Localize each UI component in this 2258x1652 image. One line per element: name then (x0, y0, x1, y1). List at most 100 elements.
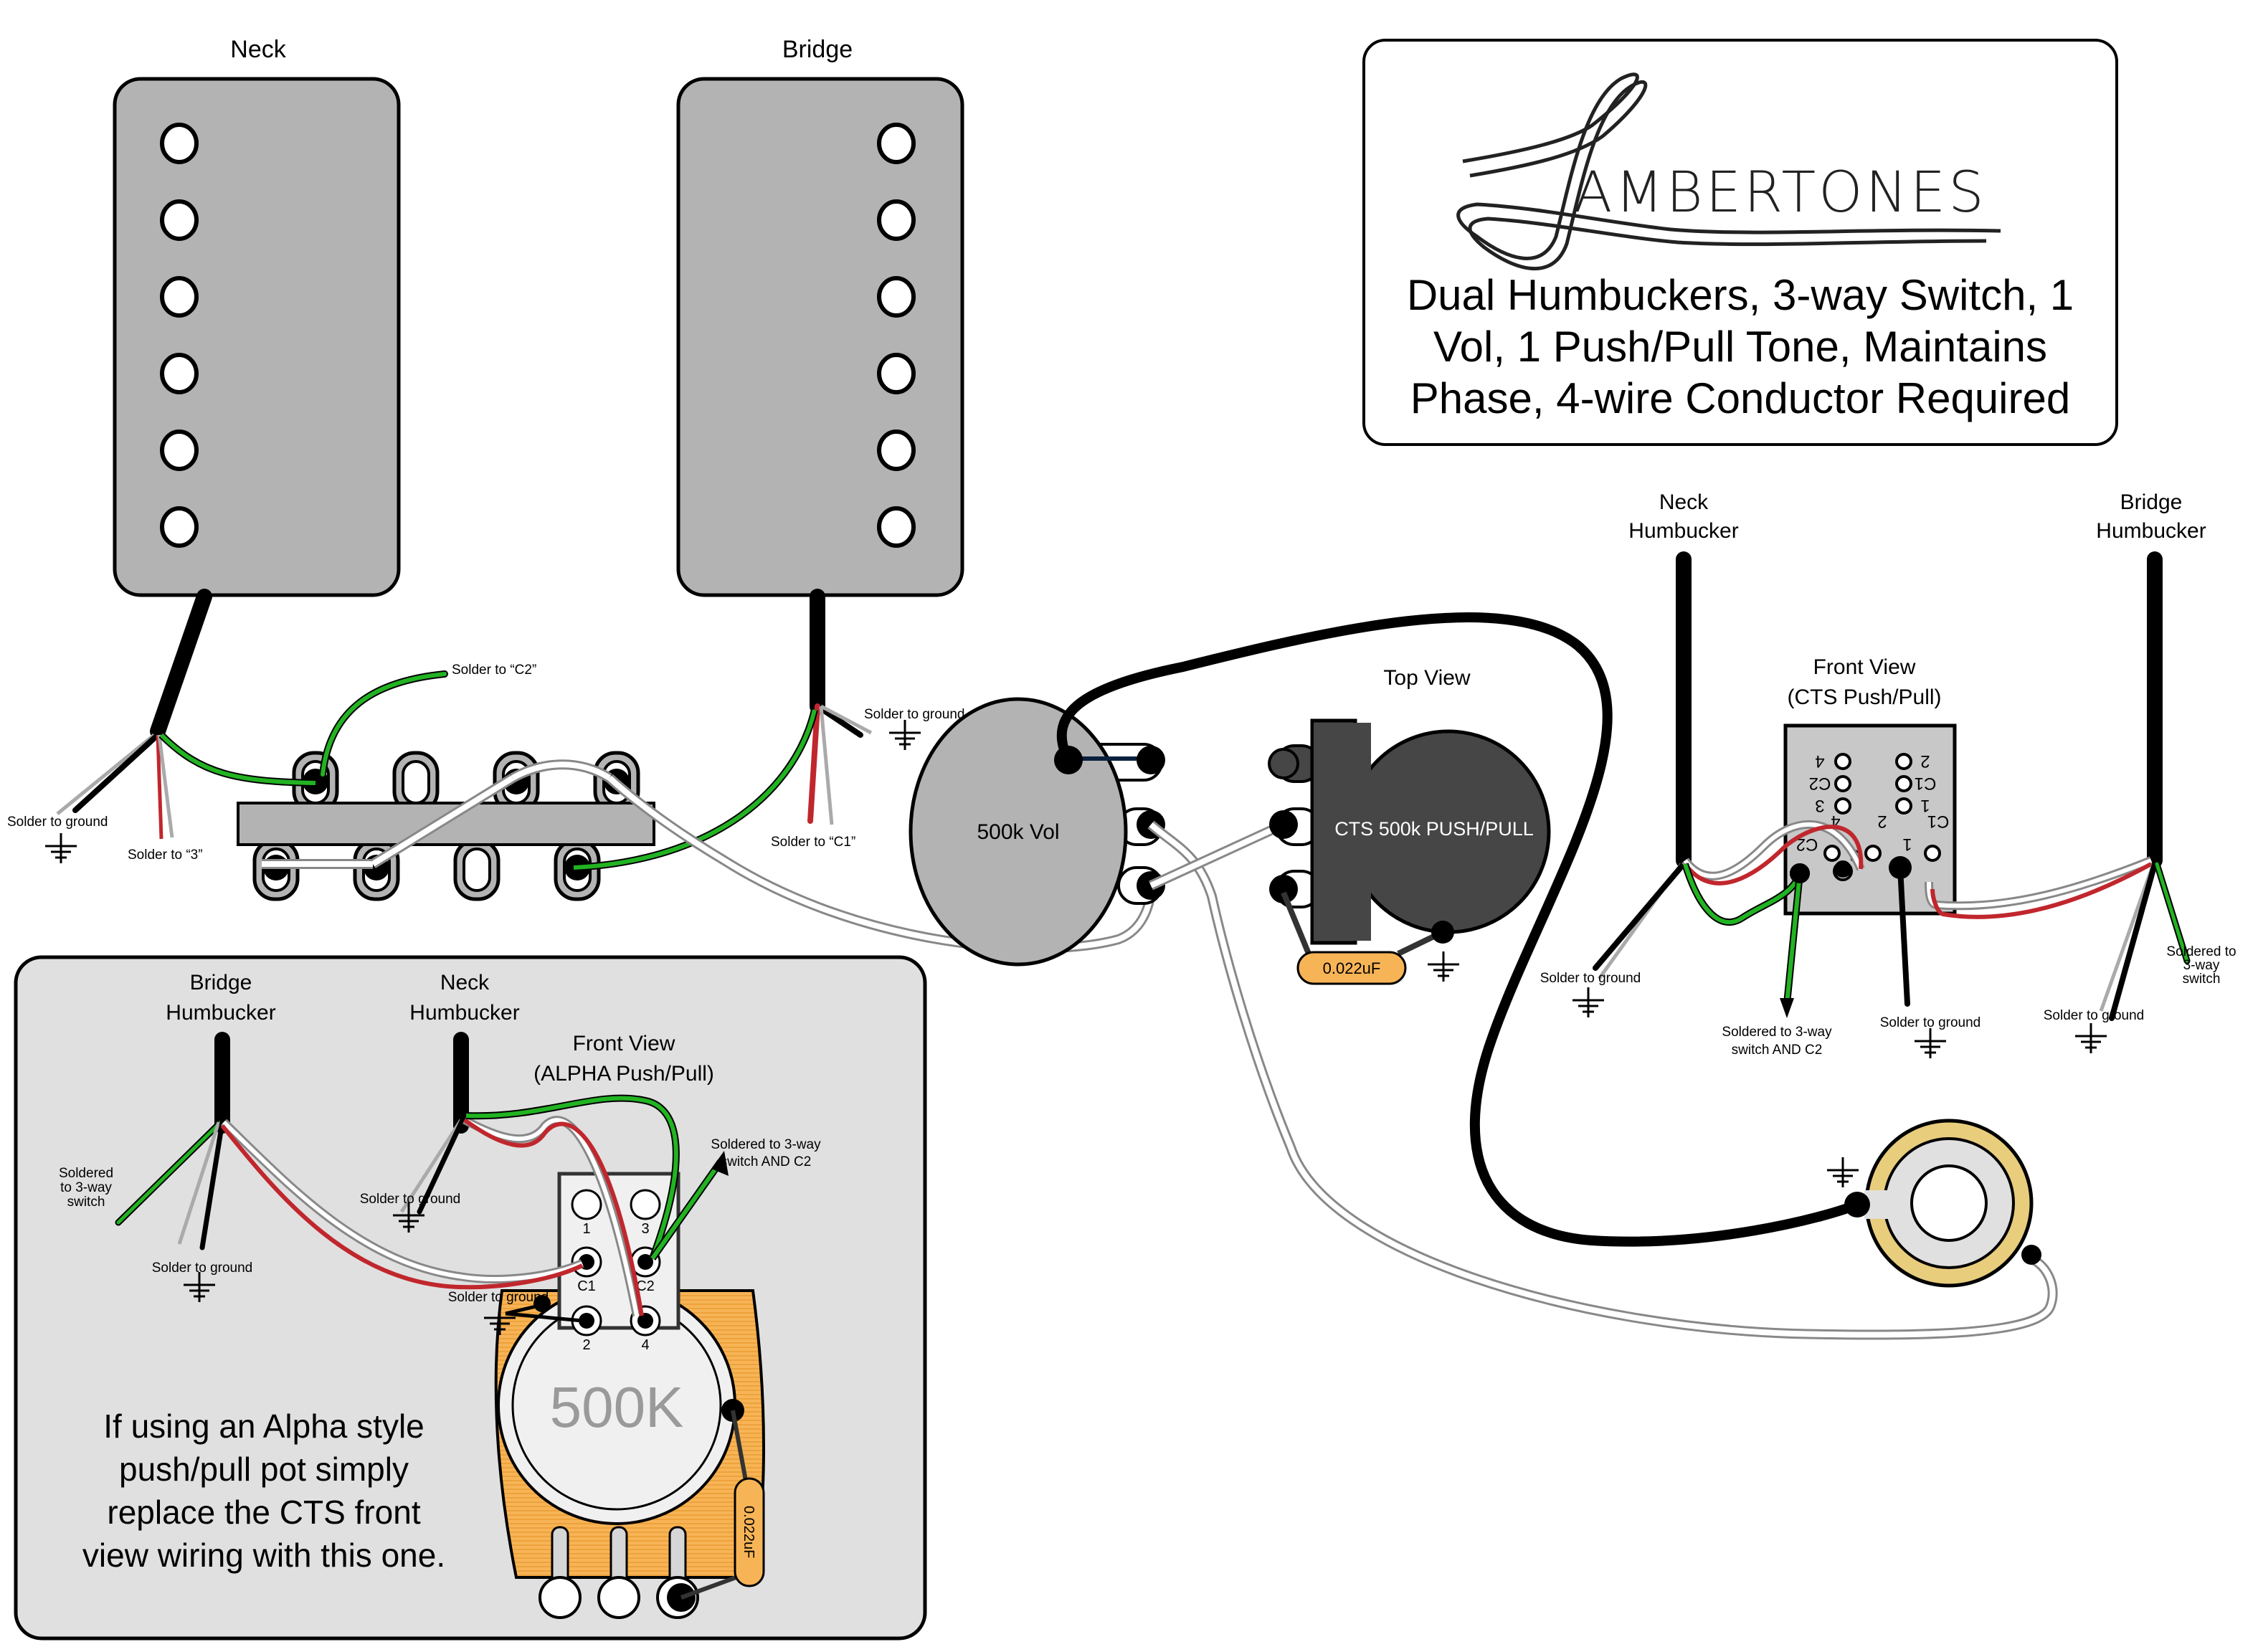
cts-green-note-2: switch AND C2 (1732, 1043, 1823, 1058)
ground-icon (1913, 1027, 1948, 1060)
pole-piece (877, 353, 916, 394)
alpha-bridge-label-1: Bridge (190, 971, 252, 994)
top-view-label: Top View (1383, 666, 1471, 690)
bridge-pickup: Bridge (676, 36, 964, 597)
tone-lug-3 (1269, 875, 1298, 903)
tone-lug-1 (1268, 748, 1299, 779)
pole-piece (160, 123, 199, 164)
bridge-pickup-body (676, 77, 964, 597)
pole-piece (877, 429, 916, 471)
lambertones-logo (1456, 72, 2001, 271)
cts-lug-label: 3 (1815, 796, 1824, 815)
alpha-lug (571, 1189, 602, 1220)
tone-capacitor (1296, 951, 1407, 985)
jack-hole (1910, 1164, 1988, 1242)
alpha-note-line-1: If using an Alpha style (103, 1407, 424, 1445)
cts-lug (1895, 797, 1912, 815)
cts-lug-label: C2 (1809, 774, 1831, 793)
cts-lug-label: 2 (1920, 751, 1930, 771)
cts-bridge-ground-label: Solder to ground (2044, 1008, 2145, 1023)
pole-piece (877, 276, 916, 318)
alpha-panel: Bridge Humbucker Neck Humbucker Front Vi… (14, 955, 927, 1641)
pole-piece (877, 506, 916, 548)
ground-icon (1826, 1156, 1860, 1189)
alpha-lug-label: 4 (641, 1337, 649, 1353)
alpha-capacitor (734, 1477, 765, 1587)
alpha-bridge-ground-label: Solder to ground (152, 1261, 253, 1276)
diagram-title-line-1: Dual Humbuckers, 3-way Switch, 1 (1407, 271, 2074, 319)
neck-humbucker-label-2: Humbucker (1628, 519, 1738, 543)
cts-lug (1895, 775, 1912, 792)
bridge-humbucker-label-2: Humbucker (2096, 519, 2206, 543)
cts-lug-label: C1 (1915, 774, 1937, 793)
cts-front-view-subtitle: (CTS Push/Pull) (1787, 685, 1941, 709)
alpha-lug-label: 2 (582, 1337, 590, 1353)
alpha-note-line-2: push/pull pot simply (119, 1451, 409, 1488)
cts-bridge-green-2: 3-way (2183, 958, 2220, 973)
alpha-front-view-subtitle: (ALPHA Push/Pull) (533, 1062, 714, 1086)
tone-lug-2 (1269, 810, 1298, 839)
diagram-title-line-3: Phase, 4-wire Conductor Required (1410, 374, 2070, 422)
jack-sleeve-lug (1844, 1192, 1870, 1217)
tone-capacitor-label: 0.022uF (1323, 959, 1381, 977)
alpha-note-line-4: view wiring with this one. (82, 1537, 445, 1574)
tone-pot: Top View CTS 500k PUSH/PULL 0.022uF (1268, 666, 1551, 985)
ground-icon (1426, 950, 1461, 983)
alpha-lug-label: C2 (636, 1278, 655, 1294)
alpha-neck-ground-label: Solder to ground (360, 1192, 461, 1207)
cts-bridge-green-1: Soldered to (2166, 944, 2236, 959)
cts-lug-label: 2 (1877, 812, 1887, 831)
alpha-bridge-label-2: Humbucker (166, 1001, 275, 1025)
neck-ground-label: Solder to ground (7, 815, 108, 830)
volume-pot-label: 500k Vol (977, 820, 1059, 844)
cts-lug-label: 4 (1815, 751, 1824, 771)
diagram-title-line-2: Vol, 1 Push/Pull Tone, Maintains (1433, 323, 2047, 371)
alpha-capacitor-label: 0.022uF (741, 1506, 756, 1558)
neck-pickup-poles (160, 123, 199, 548)
ground-icon (888, 718, 922, 751)
logo-box: AMBERTONES Dual Humbuckers, 3-way Switch… (1362, 39, 2118, 446)
alpha-lug (630, 1189, 661, 1220)
bridge-ground-label: Solder to ground (864, 707, 965, 722)
pole-piece (160, 276, 199, 318)
volume-lug-1 (1137, 746, 1165, 774)
volume-pot: 500k Vol (909, 697, 1165, 967)
bridge-humbucker-label-1: Bridge (2120, 490, 2183, 514)
alpha-bridge-green-3: switch (67, 1195, 105, 1210)
cts-lug (1834, 797, 1851, 815)
pole-piece (160, 506, 199, 548)
alpha-bridge-green-1: Soldered (59, 1166, 113, 1181)
neck-humbucker-label-1: Neck (1659, 490, 1709, 514)
alpha-pot-value: 500K (550, 1375, 684, 1439)
ground-icon (2074, 1022, 2108, 1055)
neck-solder-3-label: Solder to “3” (128, 848, 203, 863)
alpha-green-note-2: switch AND C2 (721, 1154, 812, 1169)
cts-bridge-green-3: switch (2183, 972, 2221, 987)
ground-wire (1056, 612, 1862, 1247)
switch-jumpers (262, 759, 612, 869)
cts-lug-label: 1 (1920, 796, 1930, 815)
ground-icon (1571, 986, 1605, 1019)
tone-ground-lug (1431, 921, 1454, 944)
neck-pickup-label: Neck (230, 36, 286, 63)
jack-tip-lug (2021, 1245, 2041, 1265)
alpha-neck-label-2: Humbucker (409, 1001, 519, 1025)
alpha-neck-label-1: Neck (440, 971, 490, 994)
bridge-pickup-poles (877, 123, 916, 548)
bridge-solder-c1-label: Solder to “C1” (771, 835, 855, 850)
pole-piece (877, 123, 916, 164)
cts-lug (1834, 753, 1851, 770)
three-way-switch (237, 751, 655, 901)
alpha-lug-label: C1 (577, 1278, 596, 1294)
alpha-note-line-3: replace the CTS front (107, 1494, 420, 1531)
cts-lug (1823, 845, 1841, 862)
cts-lug (1834, 775, 1851, 792)
alpha-green-note-1: Soldered to 3-way (711, 1137, 821, 1152)
alpha-lug-label: 3 (641, 1221, 649, 1237)
cts-green-note-1: Soldered to 3-way (1722, 1025, 1832, 1040)
cts-neck-ground-label: Solder to ground (1540, 971, 1641, 986)
neck-pickup-body (113, 77, 401, 597)
cts-front-view: Neck Humbucker Bridge Humbucker Front Vi… (1540, 490, 2236, 1060)
alpha-pot-legs (539, 1526, 699, 1619)
